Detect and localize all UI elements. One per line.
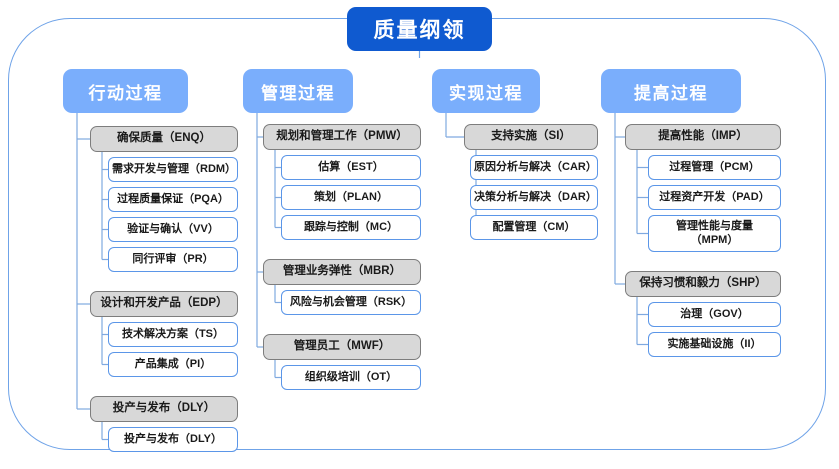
leaf-box-跟踪与控制mc[interactable]: 跟踪与控制（MC） <box>281 215 421 240</box>
page-title: 质量纲领 <box>347 7 492 51</box>
leaf-box-策划plan[interactable]: 策划（PLAN） <box>281 185 421 210</box>
leaf-box-产品集成pi[interactable]: 产品集成（PI） <box>108 352 238 377</box>
column-header-2[interactable]: 管理过程 <box>243 69 353 113</box>
column-header-1[interactable]: 行动过程 <box>63 69 188 113</box>
group-box-保持习惯和毅力shp[interactable]: 保持习惯和毅力（SHP） <box>625 271 781 297</box>
group-box-管理业务弹性mbr[interactable]: 管理业务弹性（MBR） <box>263 259 421 285</box>
leaf-box-验证与确认vv[interactable]: 验证与确认（VV） <box>108 217 238 242</box>
group-box-规划和管理工作pmw[interactable]: 规划和管理工作（PMW） <box>263 124 421 150</box>
leaf-box-估算est[interactable]: 估算（EST） <box>281 155 421 180</box>
leaf-box-需求开发与管理rdm[interactable]: 需求开发与管理（RDM） <box>108 157 238 182</box>
leaf-box-配置管理cm[interactable]: 配置管理（CM） <box>470 215 598 240</box>
leaf-box-技术解决方案ts[interactable]: 技术解决方案（TS） <box>108 322 238 347</box>
group-box-提高性能imp[interactable]: 提高性能（IMP） <box>625 124 781 150</box>
leaf-box-实施基础设施ii[interactable]: 实施基础设施（II） <box>648 332 781 357</box>
column-header-4[interactable]: 提高过程 <box>601 69 741 113</box>
group-box-设计和开发产品edp[interactable]: 设计和开发产品（EDP） <box>90 291 238 317</box>
leaf-box-原因分析与解决car[interactable]: 原因分析与解决（CAR） <box>470 155 598 180</box>
group-box-确保质量enq[interactable]: 确保质量（ENQ） <box>90 126 238 152</box>
leaf-box-投产与发布dly[interactable]: 投产与发布（DLY） <box>108 427 238 452</box>
leaf-box-过程管理pcm[interactable]: 过程管理（PCM） <box>648 155 781 180</box>
group-box-管理员工mwf[interactable]: 管理员工（MWF） <box>263 334 421 360</box>
leaf-box-决策分析与解决dar[interactable]: 决策分析与解决（DAR） <box>470 185 598 210</box>
leaf-box-管理性能与度量mpm[interactable]: 管理性能与度量 （MPM） <box>648 215 781 252</box>
group-box-投产与发布dly[interactable]: 投产与发布（DLY） <box>90 396 238 422</box>
leaf-box-治理gov[interactable]: 治理（GOV） <box>648 302 781 327</box>
leaf-box-过程质量保证pqa[interactable]: 过程质量保证（PQA） <box>108 187 238 212</box>
leaf-box-风险与机会管理rsk[interactable]: 风险与机会管理（RSK） <box>281 290 421 315</box>
leaf-box-过程资产开发pad[interactable]: 过程资产开发（PAD） <box>648 185 781 210</box>
leaf-box-组织级培训ot[interactable]: 组织级培训（OT） <box>281 365 421 390</box>
group-box-支持实施si[interactable]: 支持实施（SI） <box>464 124 598 150</box>
leaf-box-同行评审pr[interactable]: 同行评审（PR） <box>108 247 238 272</box>
column-header-3[interactable]: 实现过程 <box>432 69 540 113</box>
